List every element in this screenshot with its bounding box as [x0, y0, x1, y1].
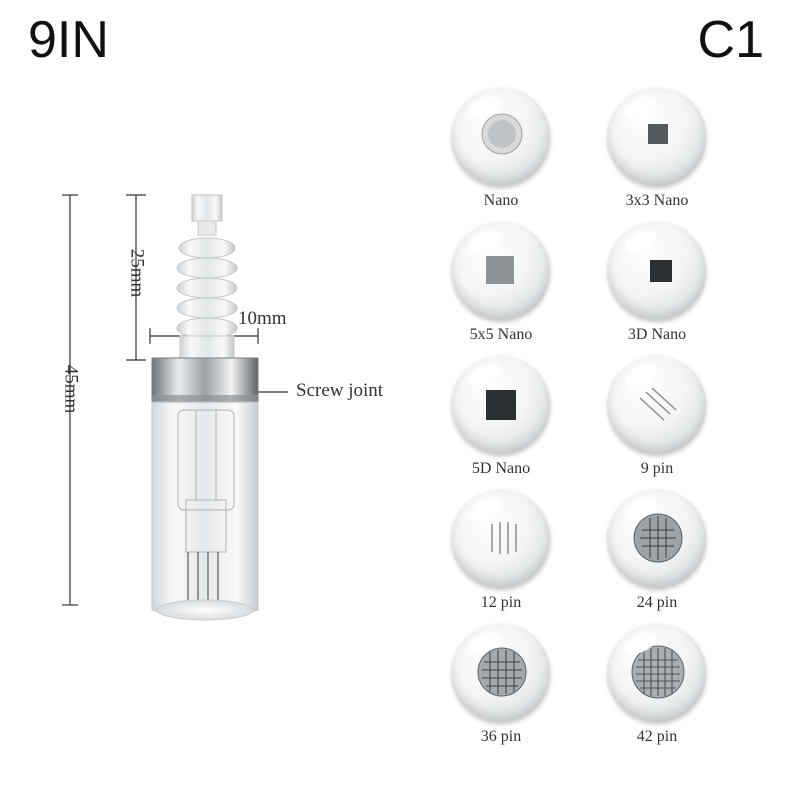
screw-joint-label: Screw joint [296, 380, 384, 401]
head-item: 24 pin [592, 490, 722, 612]
head-item: 5x5 Nano [436, 222, 566, 344]
diameter-label: 10mm [238, 308, 287, 329]
series-code: C1 [697, 11, 764, 69]
length-total-label: 45mm [60, 364, 82, 414]
head-item: 36 pin [436, 624, 566, 746]
head-item: 12 pin [436, 490, 566, 612]
nano-5x5-head-icon [452, 222, 550, 320]
model-title: 9IN [28, 11, 109, 69]
cartridge-diagram: 45mm 25mm 10mm Screw joint [60, 194, 384, 621]
head-label: 36 pin [480, 728, 522, 745]
head-label: Nano [483, 192, 519, 209]
head-item: Nano [436, 88, 566, 210]
head-item: 5D Nano [436, 356, 566, 478]
pins-42-head-icon [608, 624, 706, 722]
pins-36-head-icon [452, 624, 550, 722]
nano-5d-head-icon [452, 356, 550, 454]
head-label: 12 pin [480, 594, 522, 611]
cartridge-illustration [62, 194, 288, 621]
pins-9-head-icon [608, 356, 706, 454]
nano-head-icon [452, 88, 550, 186]
head-label: 24 pin [636, 594, 678, 611]
head-label: 3D Nano [627, 326, 687, 343]
head-label: 5D Nano [471, 460, 531, 477]
head-label: 9 pin [640, 460, 674, 477]
head-label: 3x3 Nano [625, 192, 689, 209]
head-item: 3x3 Nano [592, 88, 722, 210]
head-item: 9 pin [592, 356, 722, 478]
head-label: 42 pin [636, 728, 678, 745]
pins-24-head-icon [608, 490, 706, 588]
length-top-label: 25mm [126, 248, 148, 298]
head-label: 5x5 Nano [469, 326, 533, 343]
pins-12-head-icon [452, 490, 550, 588]
nano-3d-head-icon [608, 222, 706, 320]
head-item: 42 pin [592, 624, 722, 746]
head-item: 3D Nano [592, 222, 722, 344]
nano-3x3-head-icon [608, 88, 706, 186]
